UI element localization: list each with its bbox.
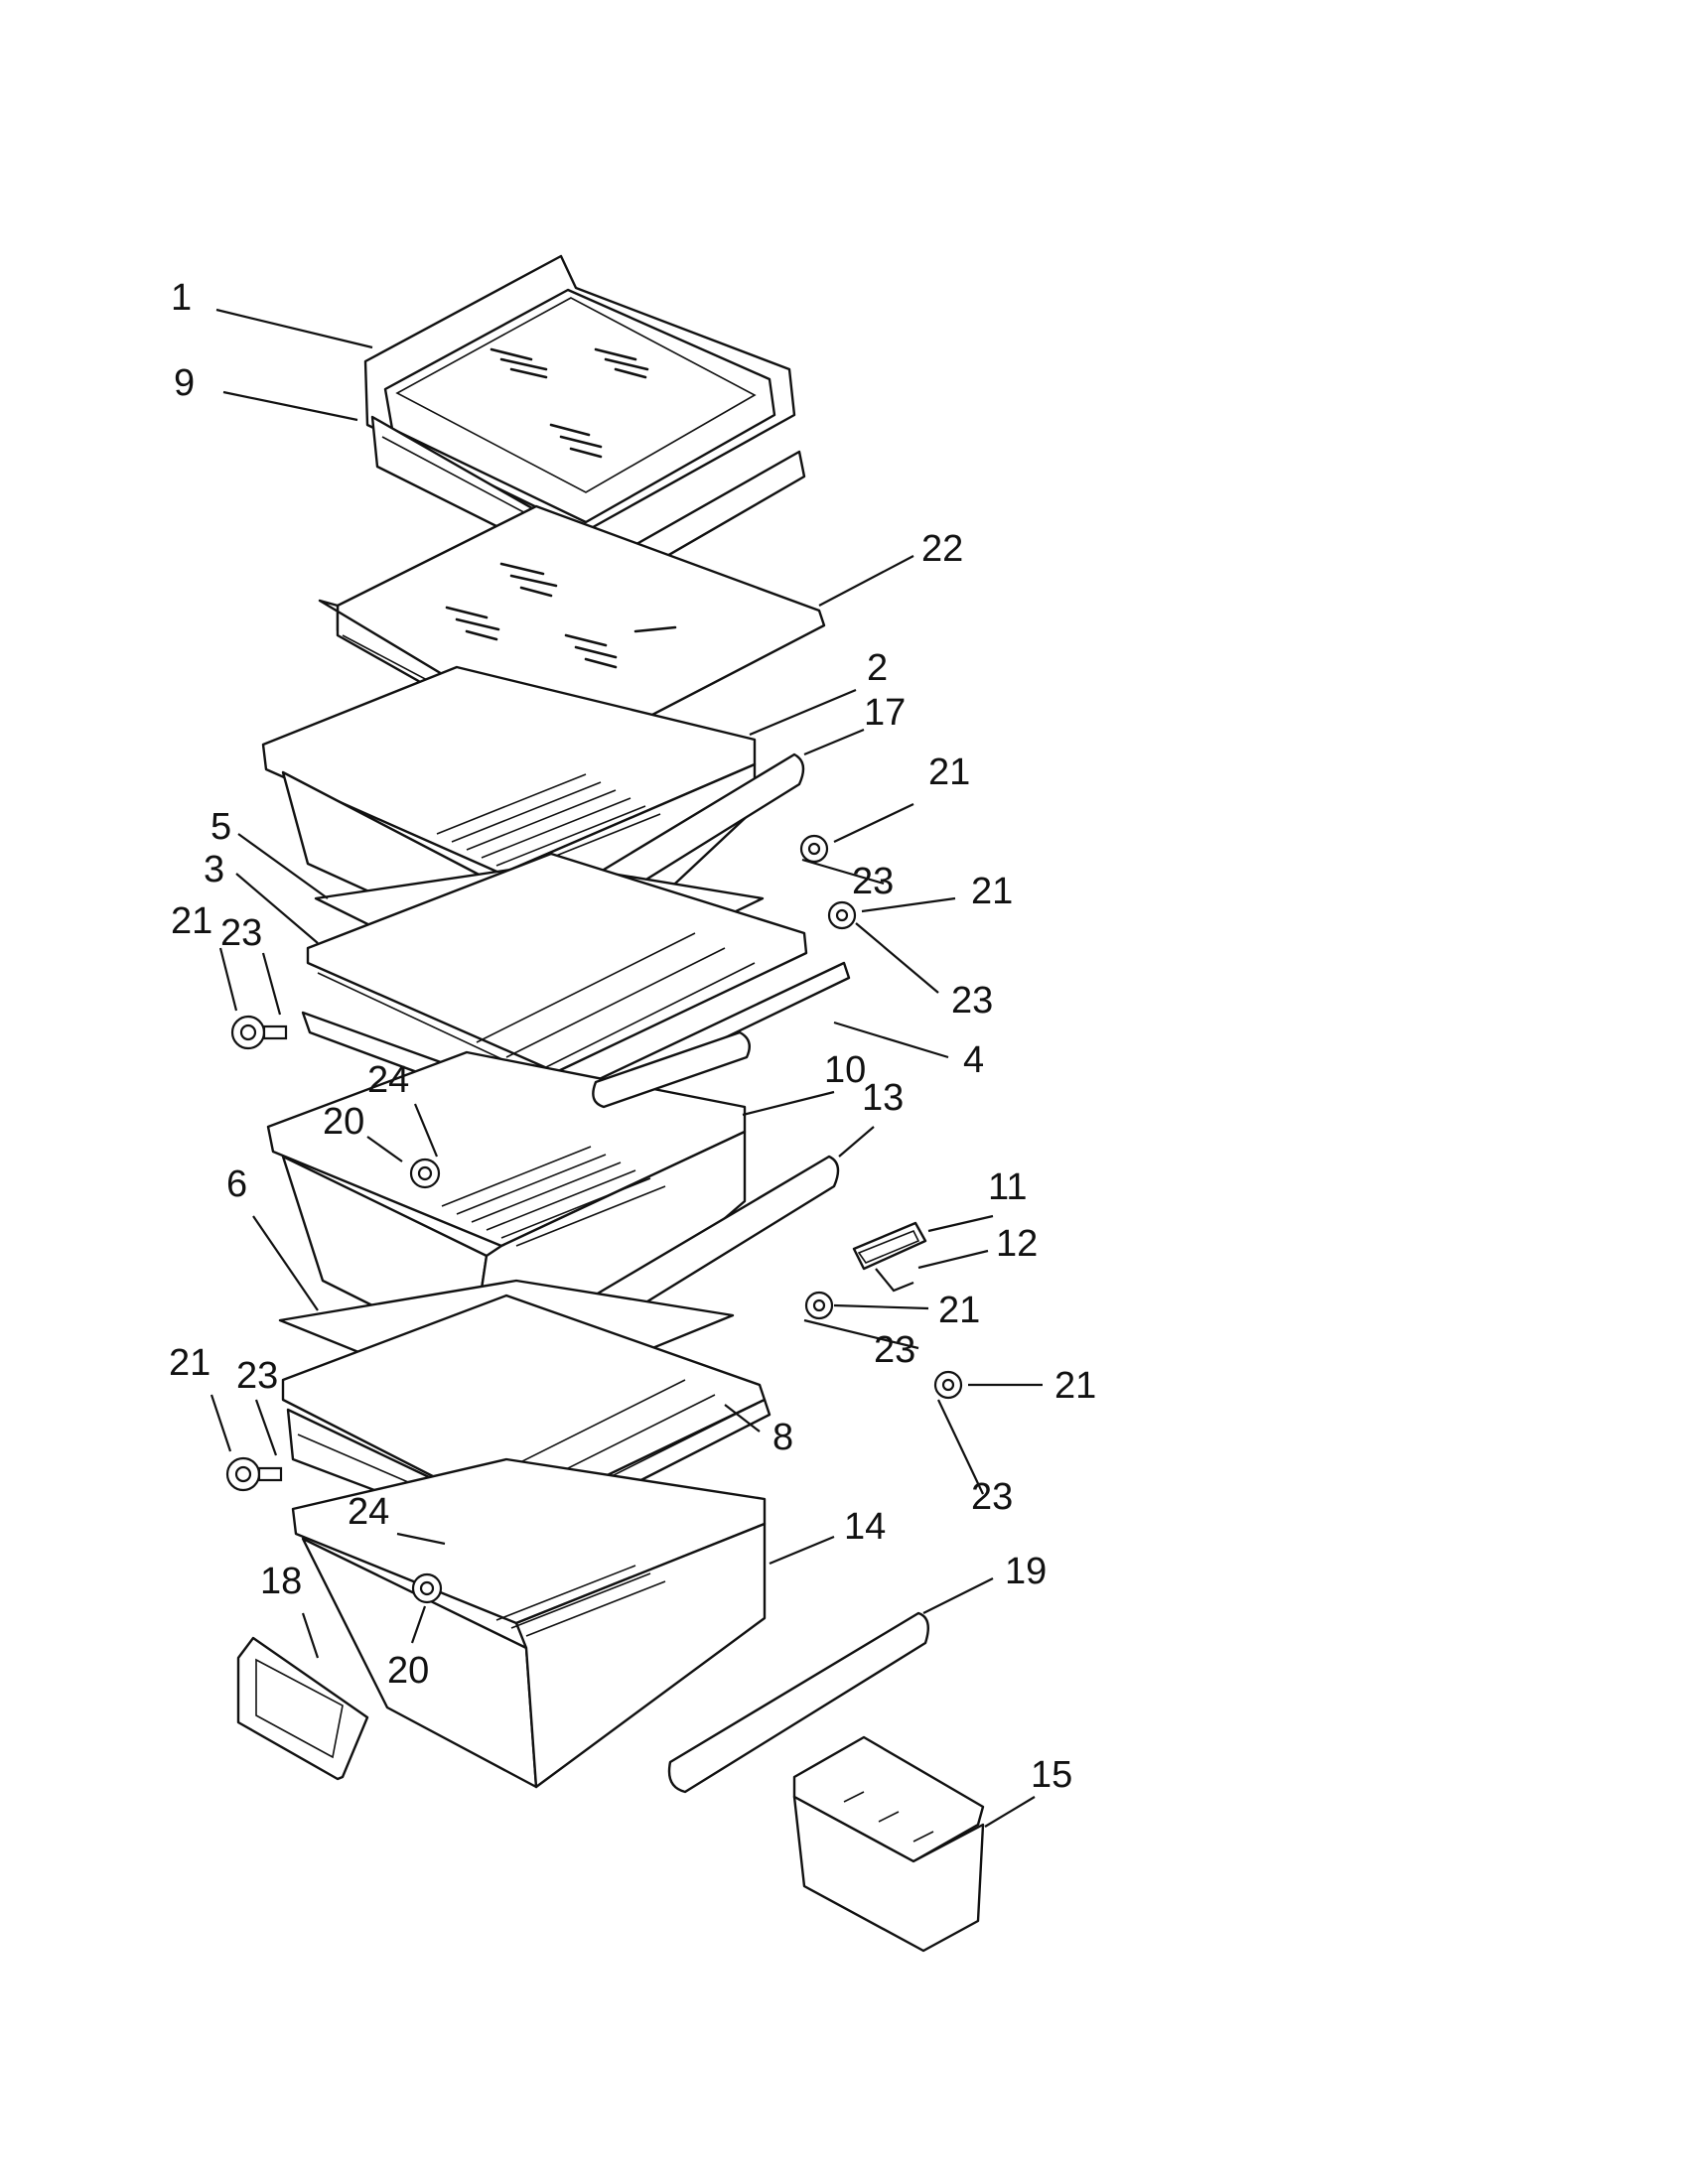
callout-22: 22: [921, 528, 963, 570]
callout-14: 14: [844, 1506, 886, 1548]
callout-21: 21: [938, 1290, 980, 1331]
callout-23: 23: [236, 1355, 278, 1397]
drawer-grille: [495, 1565, 666, 1637]
callout-6: 6: [226, 1163, 247, 1205]
roller-hardware: [225, 834, 963, 1604]
leader-lines: [210, 308, 1043, 1828]
crisper-cover-set-upper: [301, 852, 851, 1124]
callout-10: 10: [824, 1049, 866, 1091]
callout-17: 17: [864, 692, 906, 734]
storage-bin: [792, 1735, 985, 1953]
callout-19: 19: [1005, 1551, 1047, 1592]
callout-20: 20: [323, 1101, 364, 1143]
callout-1: 1: [171, 277, 192, 319]
callout-4: 4: [963, 1039, 984, 1081]
callout-24: 24: [367, 1059, 409, 1101]
bottom-crisper-drawer: [291, 1457, 767, 1789]
callout-21: 21: [928, 751, 970, 793]
callout-18: 18: [260, 1561, 302, 1602]
humidity-control: [852, 1221, 927, 1293]
callout-23: 23: [971, 1476, 1013, 1518]
callout-5: 5: [210, 806, 231, 848]
glass-reflection-marks: [490, 347, 649, 459]
drawer-grille: [441, 1146, 666, 1247]
callout-12: 12: [996, 1223, 1038, 1265]
callout-21: 21: [169, 1342, 210, 1384]
callout-21: 21: [171, 900, 212, 942]
label-card: [236, 1636, 369, 1781]
drawer-grille: [436, 773, 661, 875]
callout-20: 20: [387, 1650, 429, 1692]
callout-labels: 1 9 22 2 17 21 5 23 3 21 21 23 23 4 24 1…: [169, 277, 1096, 1796]
callout-23: 23: [951, 980, 993, 1022]
callout-11: 11: [988, 1166, 1027, 1208]
glass-reflection-marks: [445, 562, 677, 669]
callout-8: 8: [772, 1417, 793, 1458]
callout-23: 23: [852, 861, 894, 902]
callout-21: 21: [971, 871, 1013, 912]
callout-23: 23: [874, 1329, 915, 1371]
callout-13: 13: [862, 1077, 904, 1119]
bottom-trim-strip: [667, 1611, 929, 1794]
callout-9: 9: [174, 362, 195, 404]
callout-23: 23: [220, 912, 262, 954]
callout-21: 21: [1054, 1365, 1096, 1407]
callout-2: 2: [867, 647, 888, 689]
callout-24: 24: [348, 1491, 389, 1533]
callout-3: 3: [204, 849, 224, 890]
callout-15: 15: [1031, 1754, 1072, 1796]
